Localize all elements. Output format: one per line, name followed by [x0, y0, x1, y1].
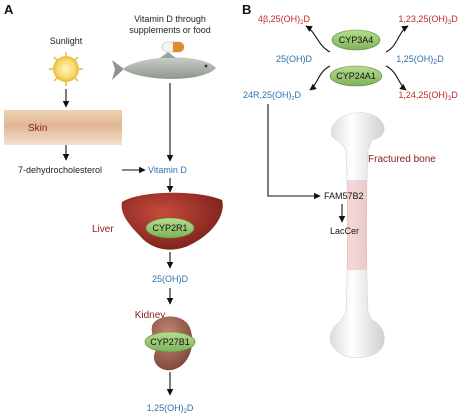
left-top-metabolite: 4β,25(OH)2D: [258, 14, 311, 26]
skin-layer: [4, 110, 122, 145]
right-bottom-metabolite: 1,24,25(OH)3D: [398, 90, 458, 102]
cyp27b1-enzyme: CYP27B1: [144, 331, 196, 353]
panel-b-label: B: [242, 2, 251, 17]
panel-a-label: A: [4, 2, 14, 17]
sunlight-label: Sunlight: [50, 36, 83, 46]
vitamin-d-source-line2: supplements or food: [129, 25, 211, 35]
left-bottom-metabolite: 24R,25(OH)2D: [243, 90, 302, 102]
hydroxy-25-label: 25(OH)D: [152, 274, 189, 284]
bone-icon: [329, 112, 385, 359]
sun-icon: [49, 52, 83, 86]
liver-label: Liver: [92, 224, 114, 235]
right-top-metabolite: 1,23,25(OH)3D: [398, 14, 458, 26]
cyp27b1-label: CYP27B1: [150, 337, 190, 347]
skin-label: Skin: [28, 123, 47, 134]
cyp3a4-label: CYP3A4: [339, 35, 374, 45]
cyp24a1-enzyme: CYP24A1: [329, 65, 383, 87]
pill-icon: [161, 41, 185, 53]
fish-icon: [112, 52, 216, 80]
left-mid-metabolite: 25(OH)D: [276, 54, 313, 64]
precursor-label: 7-dehydrocholesterol: [18, 165, 102, 175]
vitamin-d-label: Vitamin D: [148, 165, 187, 175]
kidney-label: Kidney: [135, 310, 166, 321]
fam57b2-label: FAM57B2: [324, 191, 364, 201]
cyp2r1-enzyme: CYP2R1: [145, 217, 195, 239]
laccer-label: LacCer: [330, 226, 359, 236]
cyp2r1-label: CYP2R1: [152, 223, 187, 233]
cyp3a4-enzyme: CYP3A4: [331, 29, 381, 51]
fractured-bone-label: Fractured bone: [368, 154, 436, 165]
dihydroxy-label: 1,25(OH)2D: [147, 403, 194, 415]
vitamin-d-source-line1: Vitamin D through: [134, 14, 206, 24]
right-mid-metabolite: 1,25(OH)2D: [396, 54, 444, 66]
cyp24a1-label: CYP24A1: [336, 71, 376, 81]
